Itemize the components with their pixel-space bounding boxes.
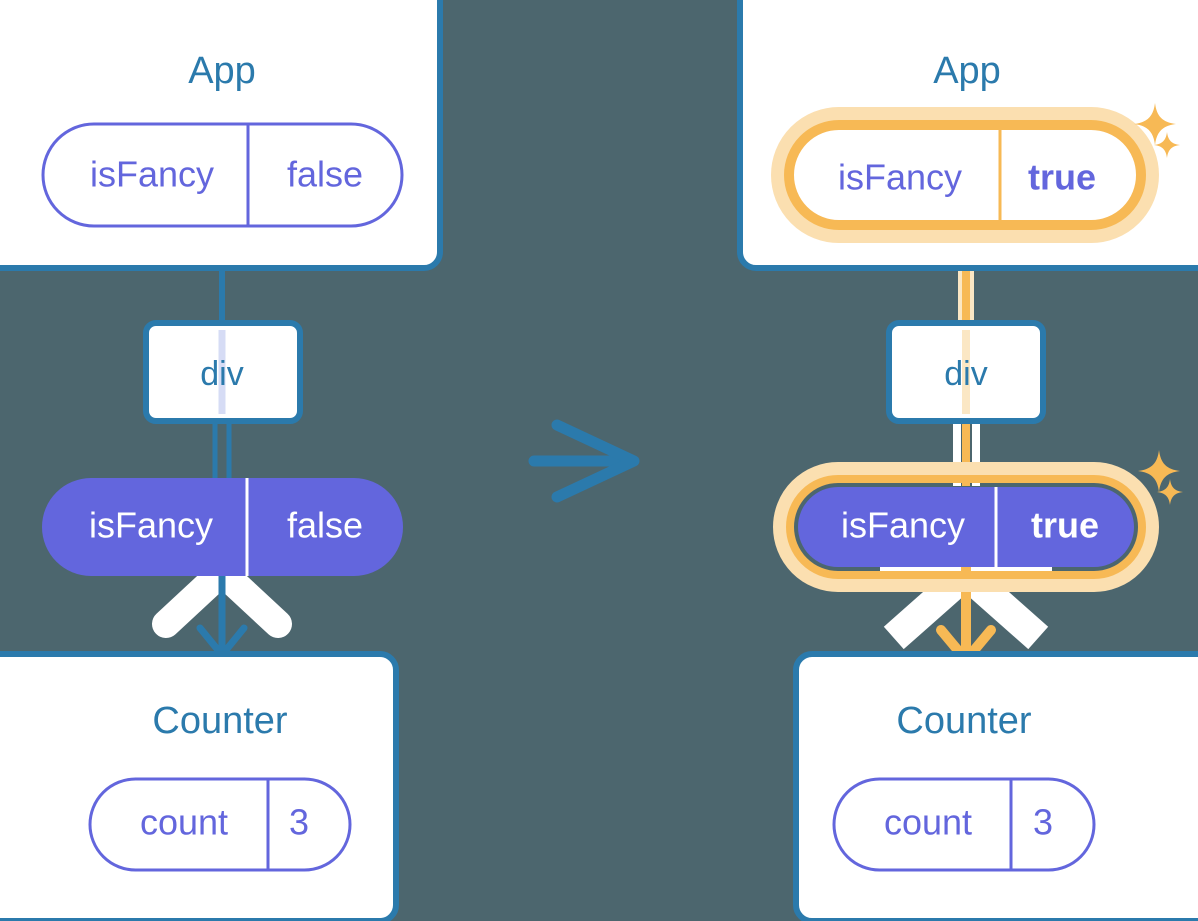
counter-state-pill-name-after: count	[884, 802, 972, 843]
counter-title-after: Counter	[896, 700, 1032, 742]
transition-arrow	[528, 419, 640, 503]
app-title-after: App	[933, 50, 1001, 92]
props-splay-strokes-before	[152, 558, 292, 638]
div-title-before: div	[200, 355, 243, 393]
app-state-pill-value-after: true	[1028, 157, 1096, 198]
div-box-after: div	[886, 320, 1046, 424]
counter-state-pill-value-after: 3	[1033, 802, 1053, 843]
app-state-pill-before: isFancy false	[41, 122, 404, 228]
props-pill-after: isFancy true	[773, 462, 1159, 592]
app-state-pill-value-before: false	[287, 154, 363, 195]
counter-box-after: Counter count 3	[793, 651, 1198, 921]
counter-title-before: Counter	[152, 700, 288, 742]
app-state-pill-name-after: isFancy	[838, 157, 962, 198]
props-pill-before: isFancy false	[42, 478, 403, 576]
panel-after: App isFancy true div	[737, 0, 1198, 921]
sparkle-large-mid-icon	[1138, 450, 1180, 492]
props-pill-name-before: isFancy	[89, 505, 213, 546]
props-pill-name-after: isFancy	[841, 505, 965, 546]
panel-before: App isFancy false div isFancy false	[0, 0, 443, 921]
div-title-after: div	[944, 355, 987, 393]
counter-state-pill-value-before: 3	[289, 802, 309, 843]
counter-box-before: Counter count 3	[0, 651, 399, 921]
app-title-before: App	[188, 50, 256, 92]
props-pill-value-after: true	[1031, 505, 1099, 546]
app-state-pill-after: isFancy true	[771, 107, 1159, 243]
counter-state-pill-name-before: count	[140, 802, 228, 843]
props-pill-value-before: false	[287, 505, 363, 546]
div-box-before: div	[143, 320, 303, 424]
app-state-pill-name-before: isFancy	[90, 154, 214, 195]
